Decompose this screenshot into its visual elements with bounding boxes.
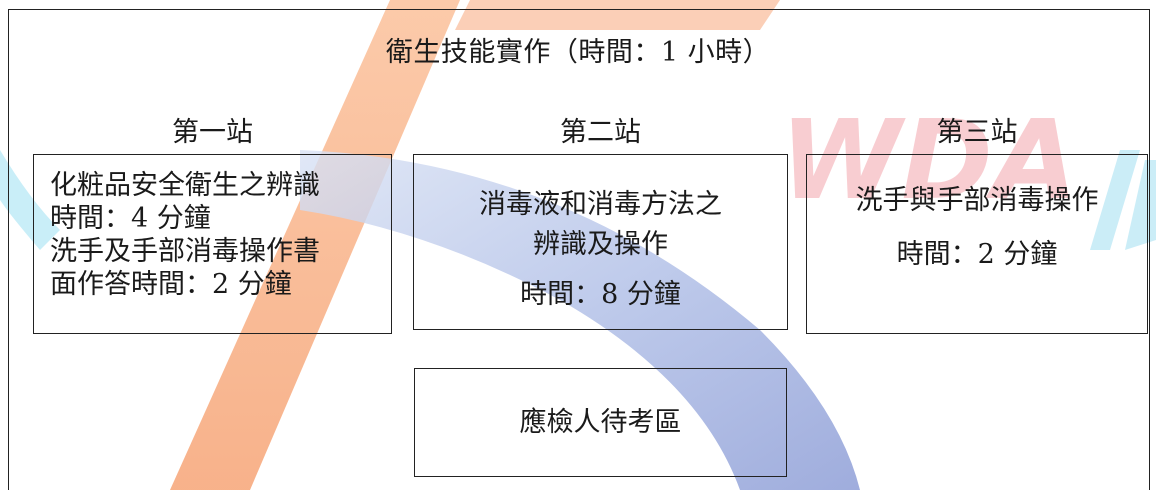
waiting-area-box: 應檢人待考區 (414, 368, 787, 477)
station-1-line: 化粧品安全衛生之辨識 (50, 170, 320, 201)
watermark-wda-text: WDA (780, 96, 1078, 224)
diagram-title: 衛生技能實作（時間：1 小時） (385, 37, 771, 68)
station-3-time: 時間：2 分鐘 (896, 239, 1058, 270)
station-1-line: 時間：4 分鐘 (50, 203, 211, 234)
station-1-label: 第一站 (172, 117, 253, 148)
waiting-area-label: 應檢人待考區 (519, 407, 682, 438)
station-2-line: 消毒液和消毒方法之 (479, 189, 722, 220)
station-2-time: 時間：8 分鐘 (520, 279, 681, 310)
station-3-label: 第三站 (936, 117, 1018, 148)
station-2-label: 第二站 (560, 117, 641, 148)
station-1-line: 面作答時間：2 分鐘 (50, 269, 292, 300)
station-2-line: 辨識及操作 (533, 229, 668, 260)
station-1-line: 洗手及手部消毒操作書 (50, 236, 320, 267)
diagram-frame (8, 9, 1150, 490)
station-2-box: 消毒液和消毒方法之 辨識及操作 時間：8 分鐘 (413, 154, 788, 330)
station-1-box: 化粧品安全衛生之辨識 時間：4 分鐘 洗手及手部消毒操作書 面作答時間：2 分鐘 (33, 154, 392, 334)
station-3-box: 洗手與手部消毒操作 時間：2 分鐘 (806, 154, 1148, 334)
station-3-line: 洗手與手部消毒操作 (855, 185, 1099, 216)
